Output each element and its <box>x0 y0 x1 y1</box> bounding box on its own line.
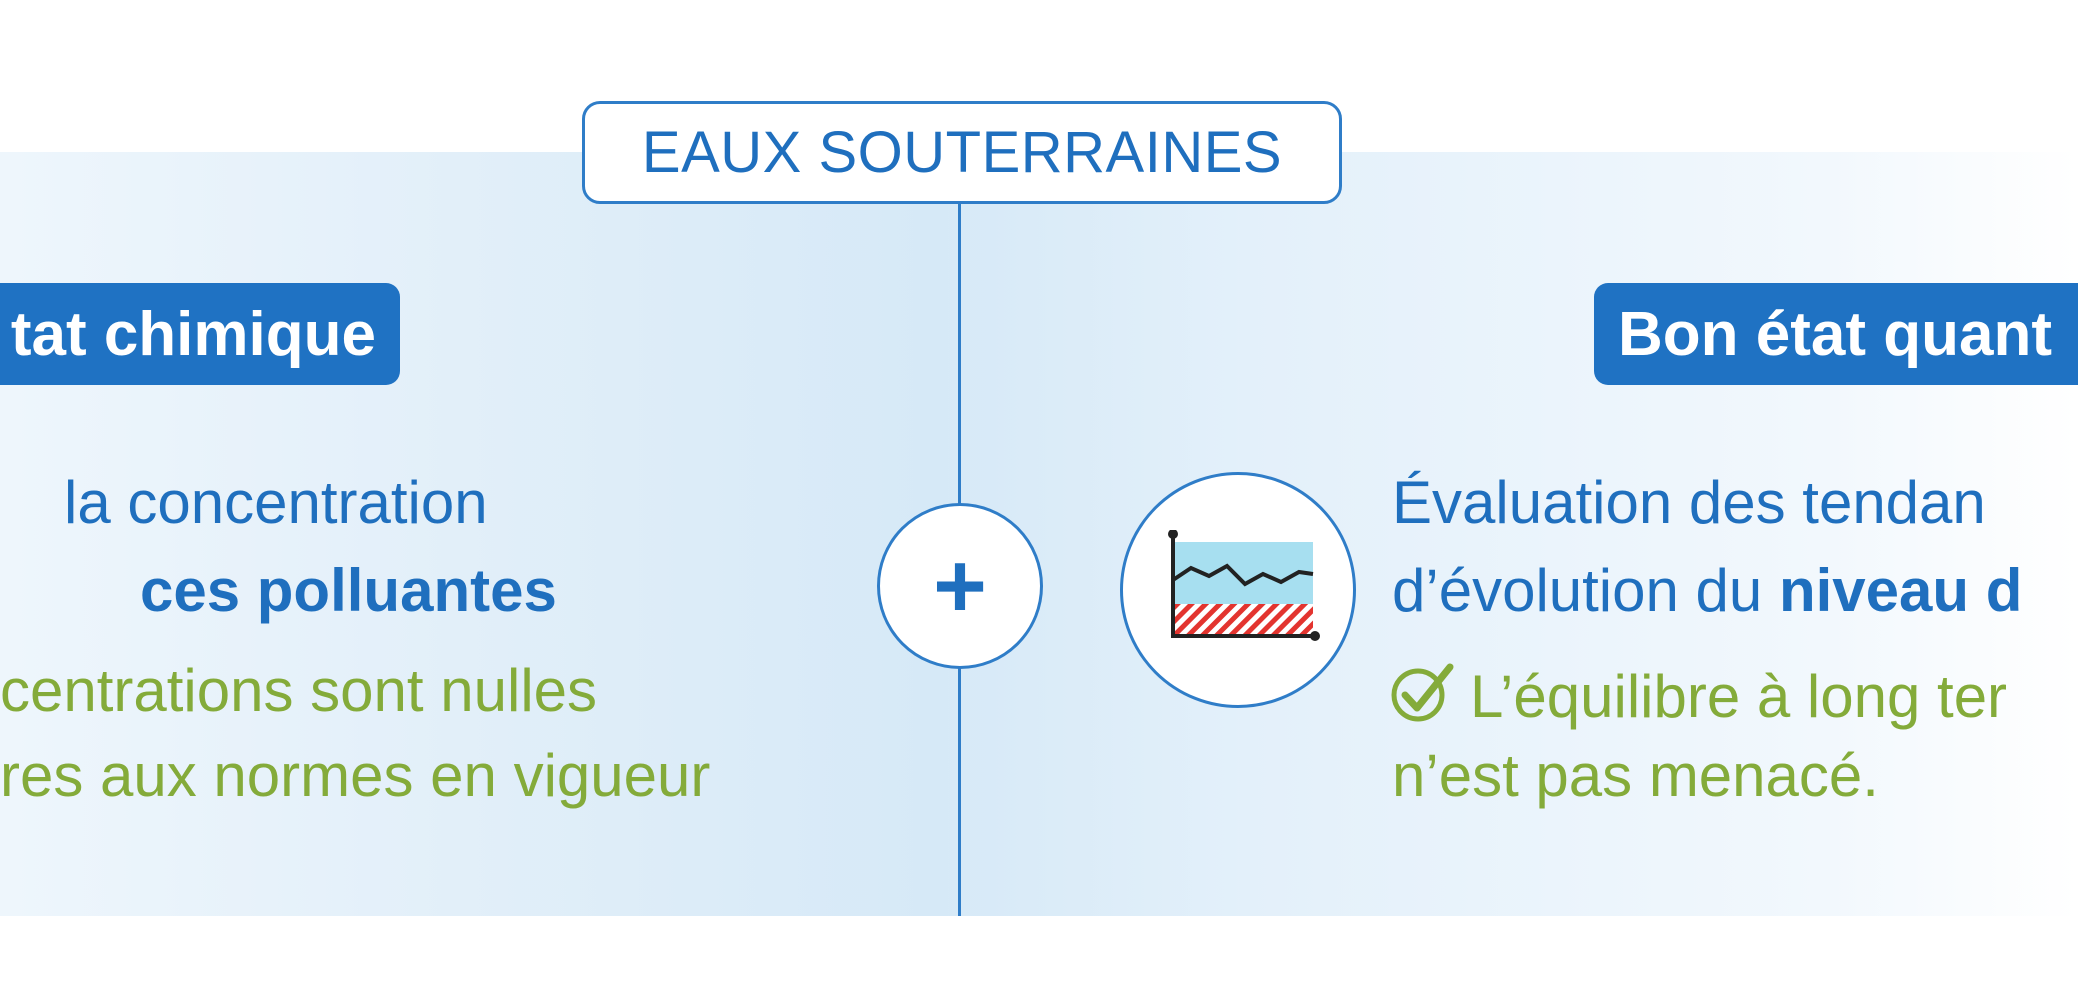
right-description-line-2-prefix: d’évolution du <box>1392 557 1779 624</box>
right-result-line-1-text: L’équilibre à long ter <box>1470 663 2008 730</box>
chemical-state-tag: tat chimique <box>0 283 400 385</box>
plus-operator-circle: + <box>877 503 1043 669</box>
panel-background <box>0 152 2078 916</box>
left-result-line-1: centrations sont nulles <box>0 657 598 724</box>
level-trend-line <box>1171 563 1314 587</box>
section-title: EAUX SOUTERRAINES <box>582 101 1342 204</box>
quantitative-state-tag-label: Bon état quant <box>1618 299 2052 369</box>
right-description-line-1: Évaluation des tendan <box>1392 469 1986 536</box>
section-title-text: EAUX SOUTERRAINES <box>641 120 1283 185</box>
y-axis-dot <box>1168 530 1178 539</box>
plus-icon: + <box>933 535 987 637</box>
right-result-line-1: L’équilibre à long ter <box>1390 661 2007 733</box>
left-description-line-2: ces polluantes <box>140 557 557 624</box>
check-circle-icon <box>1390 661 1456 733</box>
water-level-chart-icon <box>1120 472 1356 708</box>
water-area <box>1173 542 1313 604</box>
hatched-threshold-area <box>1173 604 1313 634</box>
right-result-line-2: n’est pas menacé. <box>1392 742 1879 809</box>
right-description-line-2: d’évolution du niveau d <box>1392 561 2022 621</box>
left-description-line-1: la concentration <box>64 469 488 536</box>
quantitative-state-tag: Bon état quant <box>1594 283 2078 385</box>
left-result-line-2: res aux normes en vigueur <box>0 742 711 809</box>
x-axis-dot <box>1310 631 1320 641</box>
chemical-state-tag-label: tat chimique <box>10 299 376 369</box>
right-description-line-2-bold: niveau d <box>1778 557 2023 624</box>
water-level-chart-graphic <box>1168 530 1320 641</box>
